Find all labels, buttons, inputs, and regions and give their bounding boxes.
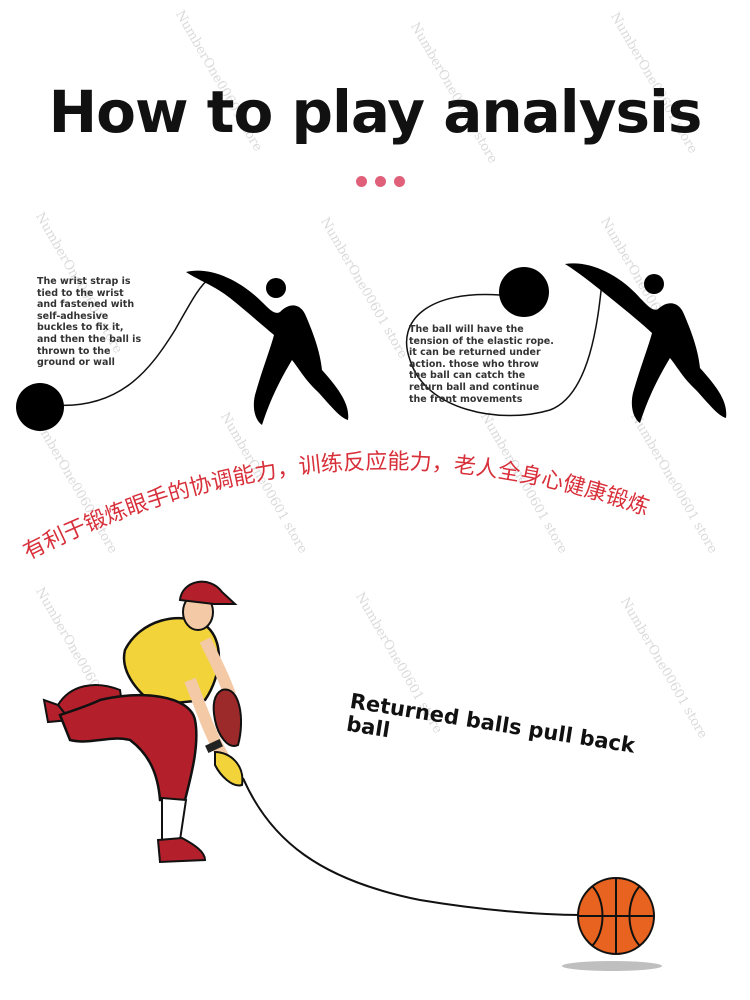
left-ball-icon [16, 383, 64, 431]
right-ball-icon [499, 267, 549, 317]
ball-tension-note: The ball will have the tension of the el… [409, 324, 554, 405]
right-rope-loop [405, 281, 603, 417]
chinese-banner-text: 有利于锻炼眼手的协调能力，训练反应能力，老人全身心健康锻炼 [20, 450, 653, 566]
right-thrower-silhouette-icon [565, 263, 727, 423]
chinese-banner: 有利于锻炼眼手的协调能力，训练反应能力，老人全身心健康锻炼 [20, 450, 653, 566]
dot-icon [394, 176, 405, 187]
elastic-rope [242, 777, 581, 916]
page-title: How to play analysis [48, 78, 703, 146]
dot-icon [375, 176, 386, 187]
decorative-dots [356, 176, 405, 187]
left-thrower-silhouette-icon [186, 270, 349, 425]
chinese-banner-textpath: 有利于锻炼眼手的协调能力，训练反应能力，老人全身心健康锻炼 [20, 450, 653, 566]
wrist-strap-note: The wrist strap is tied to the wrist and… [37, 276, 142, 369]
dot-icon [356, 176, 367, 187]
pitcher-illustration [42, 580, 581, 916]
left-rope [51, 277, 211, 407]
basketball-icon [562, 877, 662, 971]
